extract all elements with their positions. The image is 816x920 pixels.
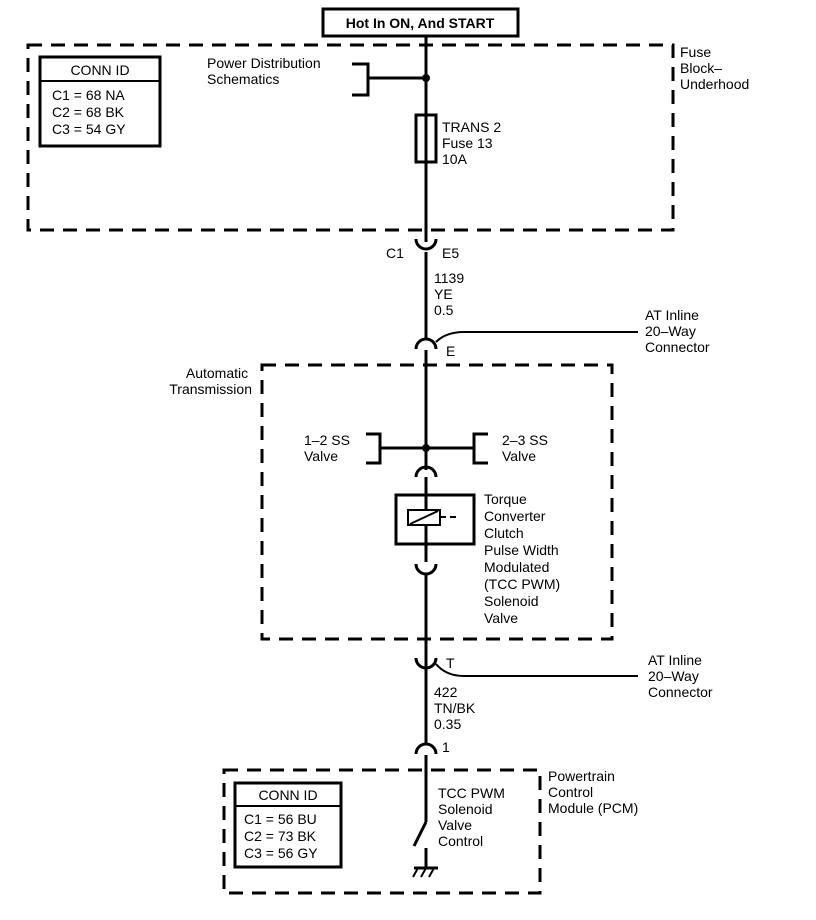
- transmission-boundary: [260, 363, 614, 641]
- inline-connector-bottom-label: AT Inline 20–Way Connector: [648, 652, 713, 700]
- solenoid-coil-diagonal: [409, 510, 439, 525]
- pcm-connector-pin: 1: [442, 739, 450, 755]
- pcm-boundary: [222, 768, 542, 895]
- connector-c1-label: C1: [386, 245, 404, 261]
- transmission-name: Automatic Transmission: [169, 365, 252, 397]
- tcc-pwm-solenoid-label: Torque Converter Clutch Pulse Width Modu…: [484, 491, 564, 626]
- inline-connector-e: [414, 337, 438, 350]
- conn-id-title: CONN ID: [70, 62, 129, 78]
- valve-2-3-ss-label: 2–3 SS Valve: [502, 432, 552, 464]
- power-label-box: [321, 7, 520, 38]
- valve-left-bracket: [366, 432, 382, 465]
- inline-connector-t-pin: T: [446, 655, 455, 671]
- ground-icon: [412, 866, 438, 878]
- inline-connector-e-pin: E: [446, 343, 455, 359]
- solenoid-upper-connector: [414, 465, 438, 478]
- power-ref-bracket: [352, 62, 370, 97]
- tcc-pwm-control-label: TCC PWM Solenoid Valve Control: [438, 785, 509, 849]
- fuse-block-boundary: [26, 43, 675, 232]
- pcm-conn-id-rows: C1 = 56 BU C2 = 73 BK C3 = 56 GY: [244, 811, 321, 861]
- inline-connector-e-leader: [435, 331, 638, 343]
- connector-e5-label: E5: [442, 245, 459, 261]
- wire-422-label: 422 TN/BK 0.35: [434, 684, 479, 732]
- power-label: Hot In ON, And START: [346, 15, 495, 31]
- wire-1139-label: 1139 YE 0.5: [434, 270, 468, 318]
- splice-dot: [422, 74, 430, 82]
- valve-1-2-ss-label: 1–2 SS Valve: [304, 432, 354, 464]
- fuse-label: TRANS 2 Fuse 13 10A: [442, 119, 505, 167]
- fuse-block-name: Fuse Block– Underhood: [680, 44, 749, 92]
- solenoid-lower-connector: [414, 563, 438, 576]
- power-distribution-ref: Power Distribution Schematics: [207, 55, 325, 87]
- pcm-name: Powertrain Control Module (PCM): [548, 768, 638, 816]
- valve-right-bracket: [472, 432, 488, 465]
- pcm-connector-1: [414, 742, 438, 755]
- conn-id-rows: C1 = 68 NA C2 = 68 BK C3 = 54 GY: [52, 87, 128, 137]
- conn-id-box-pcm: [233, 781, 343, 869]
- inline-connector-t-leader: [435, 663, 638, 677]
- pcm-switch: [412, 821, 428, 847]
- valve-splice-dot: [422, 444, 430, 452]
- connector-c1-e5: [414, 238, 438, 251]
- conn-id-box-fuse-block: [38, 55, 162, 148]
- pcm-conn-id-title: CONN ID: [258, 787, 317, 803]
- inline-connector-top-label: AT Inline 20–Way Connector: [645, 307, 710, 355]
- inline-connector-t: [414, 657, 438, 670]
